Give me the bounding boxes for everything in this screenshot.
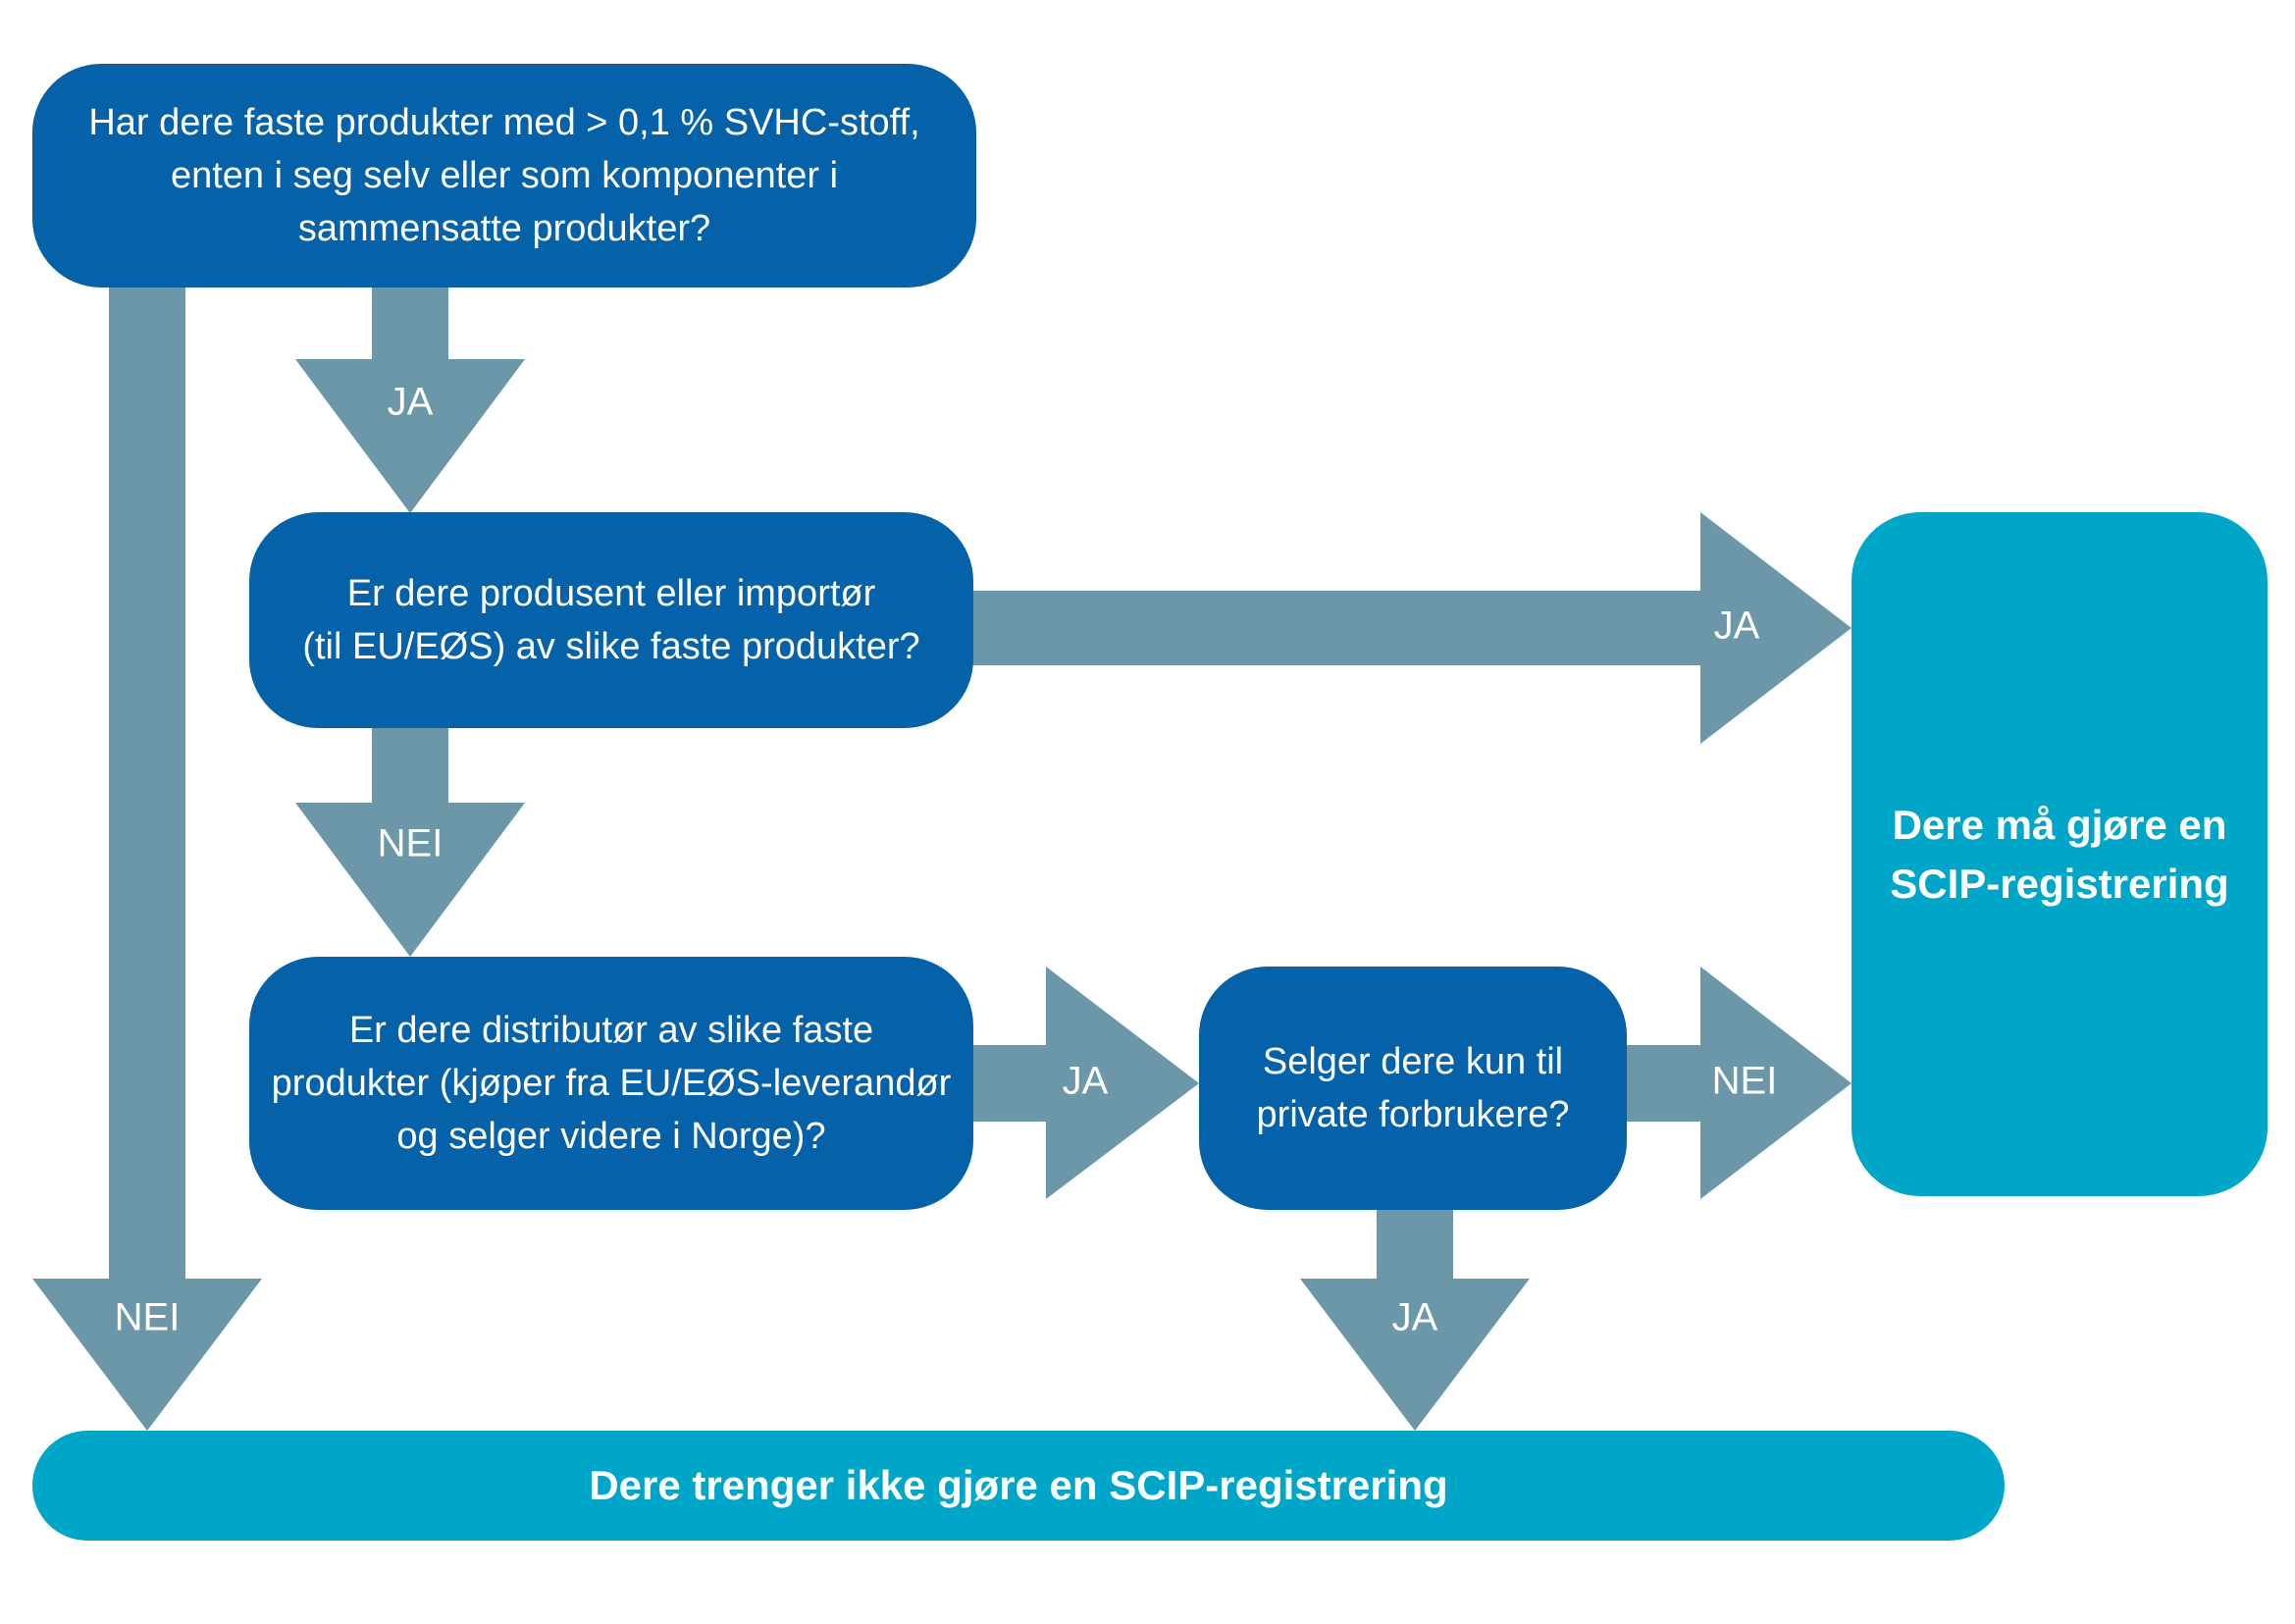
outcome-no-registration: Dere trenger ikke gjøre en SCIP-registre… <box>32 1431 2005 1541</box>
label-q1-no: NEI <box>114 1295 181 1339</box>
arrow-q3-yes <box>971 967 1199 1199</box>
question-box-private-consumers: Selger dere kun til private forbrukere? <box>1199 967 1627 1210</box>
arrow-q4-no <box>1624 967 1852 1199</box>
arrow-q1-yes <box>295 285 525 513</box>
label-q4-no: NEI <box>1711 1059 1778 1103</box>
question-box-distributor: Er dere distributør av slike faste produ… <box>249 957 973 1210</box>
question-producer-text: Er dere produsent eller importør (til EU… <box>302 573 920 667</box>
label-q2-yes: JA <box>1713 603 1760 648</box>
question-box-svhc: Har dere faste produkter med > 0,1 % SVH… <box>32 64 976 288</box>
label-q2-no: NEI <box>377 821 443 865</box>
label-q3-yes: JA <box>1062 1059 1109 1103</box>
outcome-must-register-text: Dere må gjøre en SCIP-registrering <box>1890 801 2229 907</box>
arrow-q1-no <box>32 285 262 1431</box>
arrow-q4-yes <box>1300 1207 1530 1431</box>
label-q4-yes: JA <box>1391 1295 1438 1339</box>
label-q1-yes: JA <box>387 380 434 424</box>
question-distributor-text: Er dere distributør av slike faste produ… <box>271 1010 952 1157</box>
question-svhc-text: Har dere faste produkter med > 0,1 % SVH… <box>88 102 920 249</box>
arrow-q2-no <box>295 728 525 957</box>
outcome-no-registration-text: Dere trenger ikke gjøre en SCIP-registre… <box>589 1462 1448 1508</box>
question-consumers-text: Selger dere kun til private forbrukere? <box>1256 1041 1570 1135</box>
question-box-producer-importer: Er dere produsent eller importør (til EU… <box>249 512 973 728</box>
outcome-must-register: Dere må gjøre en SCIP-registrering <box>1852 512 2268 1196</box>
arrow-q2-yes <box>971 512 1852 744</box>
